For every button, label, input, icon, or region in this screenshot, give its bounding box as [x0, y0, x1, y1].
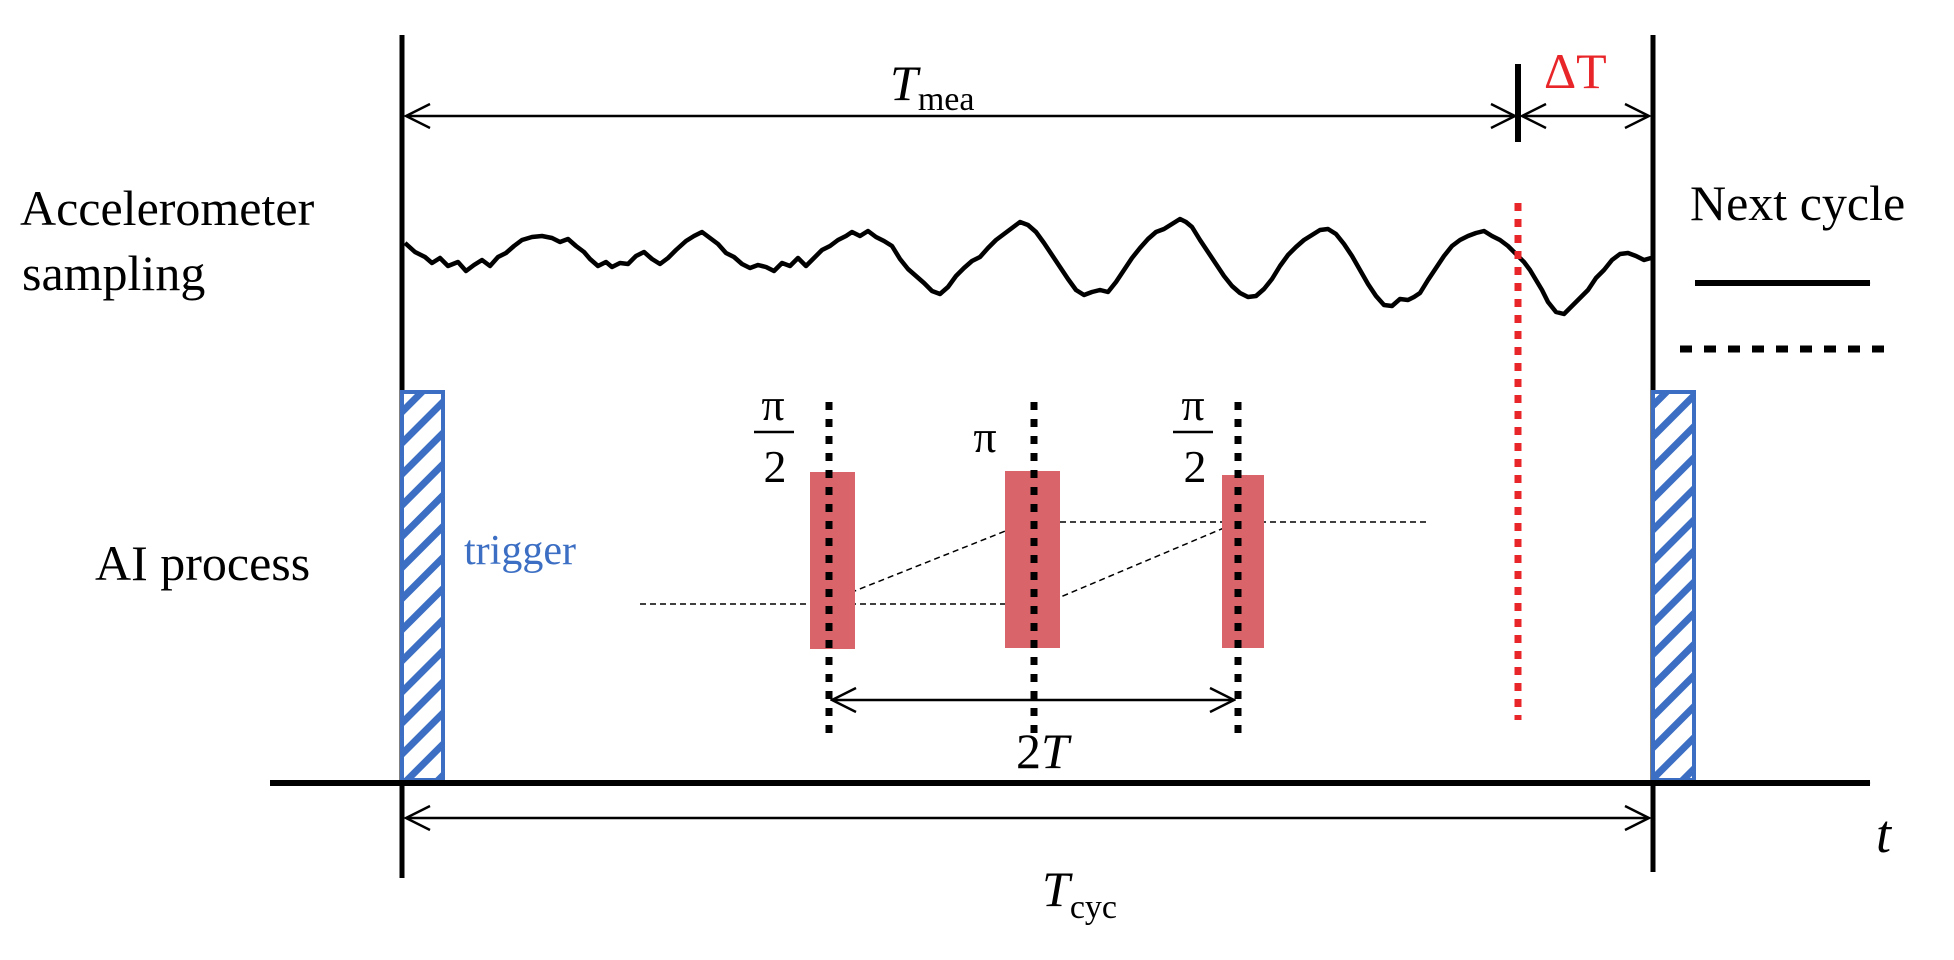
connector-1 — [831, 521, 1029, 601]
accelerometer-signal — [403, 216, 1652, 317]
svg-text:π: π — [1181, 379, 1204, 430]
svg-text:2: 2 — [764, 441, 787, 492]
connector-2 — [1043, 521, 1239, 605]
trigger-label: trigger — [464, 528, 576, 574]
delta-t-label: ΔT — [1544, 43, 1607, 99]
pulse-2-label: π — [973, 411, 996, 462]
time-axis-label: t — [1876, 804, 1893, 864]
next-cycle-label: Next cycle — [1690, 175, 1905, 231]
trigger-block-start — [400, 390, 445, 782]
ai-process-label: AI process — [95, 535, 310, 591]
pulse-3-label: π 2 — [1173, 379, 1213, 492]
svg-text:π: π — [761, 379, 784, 430]
sampling-label: sampling — [22, 245, 205, 301]
svg-text:2: 2 — [1184, 441, 1207, 492]
pulse-1-label: π 2 — [754, 379, 794, 492]
t-mea-label: Tmea — [890, 55, 974, 118]
pulse-3 — [1222, 475, 1264, 648]
trigger-block-next — [1651, 390, 1696, 782]
accelerometer-label: Accelerometer — [20, 180, 315, 236]
two-t-label: 2T — [1016, 723, 1072, 779]
t-cyc-label: Tcyc — [1042, 861, 1117, 926]
